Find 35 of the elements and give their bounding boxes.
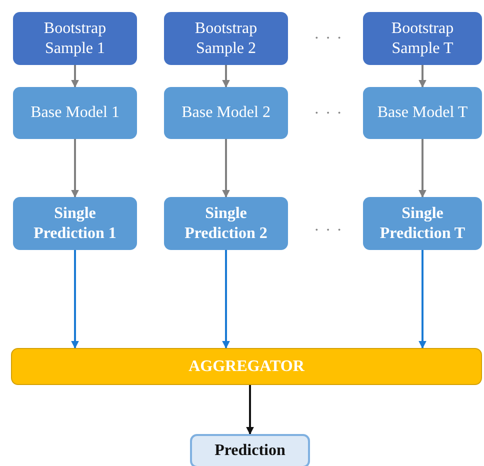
node-label: Prediction — [214, 441, 286, 461]
arrow — [418, 139, 426, 198]
prediction-box — [164, 197, 288, 250]
ellipsis: · · · — [314, 222, 343, 240]
node-label: Bootstrap Sample 1 — [42, 19, 108, 58]
node-label: Base Model 2 — [180, 103, 272, 123]
arrow — [71, 250, 79, 349]
arrow — [71, 65, 79, 88]
sample-box — [363, 12, 482, 65]
ellipsis: · · · — [314, 105, 343, 123]
aggregator-bar — [11, 348, 482, 385]
node-label: Single Prediction 2 — [184, 204, 268, 243]
model-box — [13, 87, 137, 139]
node-label: Bootstrap Sample T — [390, 19, 455, 58]
sample-box — [13, 12, 137, 65]
sample-box — [164, 12, 288, 65]
node-label: Single Prediction T — [378, 204, 466, 243]
model-box — [363, 87, 482, 139]
node-label: Single Prediction 1 — [32, 204, 118, 243]
node-label: Bootstrap Sample 2 — [194, 19, 258, 58]
node-label: AGGREGATOR — [188, 356, 306, 376]
arrow — [418, 250, 426, 349]
model-box — [164, 87, 288, 139]
arrow — [418, 65, 426, 88]
arrow — [246, 385, 254, 435]
arrow — [222, 139, 230, 198]
arrow — [222, 250, 230, 349]
ellipsis: · · · — [314, 30, 343, 48]
node-label: Base Model 1 — [30, 103, 120, 123]
prediction-box — [363, 197, 482, 250]
prediction-box — [13, 197, 137, 250]
output-box — [190, 434, 310, 466]
arrow — [71, 139, 79, 198]
arrow — [222, 65, 230, 88]
node-label: Base Model T — [376, 103, 469, 123]
